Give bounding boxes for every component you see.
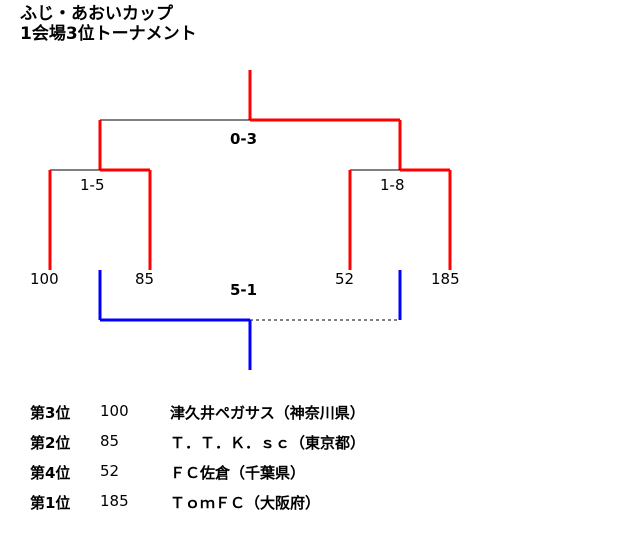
result-team: ＴｏｍＦＣ（大阪府） <box>170 494 321 512</box>
result-number: 185 <box>100 492 129 510</box>
result-number: 52 <box>100 462 120 480</box>
result-rank: 第1位 <box>30 494 71 512</box>
entry-52: 52 <box>335 270 355 288</box>
result-rank: 第3位 <box>30 404 71 422</box>
final-score: 0-3 <box>230 130 258 148</box>
third-place-score: 5-1 <box>230 281 258 299</box>
tournament-title: ふじ・あおいカップ <box>20 4 173 24</box>
result-team: 津久井ペガサス（神奈川県） <box>170 404 365 422</box>
entry-100: 100 <box>30 270 59 288</box>
semi-left-score: 1-5 <box>80 176 105 194</box>
tournament-subtitle: 1会場3位トーナメント <box>20 24 197 44</box>
result-rank: 第2位 <box>30 434 71 452</box>
entry-85: 85 <box>135 270 155 288</box>
semi-right-score: 1-8 <box>380 176 405 194</box>
result-team: ＦＣ佐倉（千葉県） <box>170 464 306 482</box>
result-number: 85 <box>100 432 120 450</box>
entry-185: 185 <box>431 270 460 288</box>
result-team: Ｔ．Ｔ．Ｋ．ｓｃ（東京都） <box>170 434 366 452</box>
result-rank: 第4位 <box>30 464 71 482</box>
result-number: 100 <box>100 402 129 420</box>
